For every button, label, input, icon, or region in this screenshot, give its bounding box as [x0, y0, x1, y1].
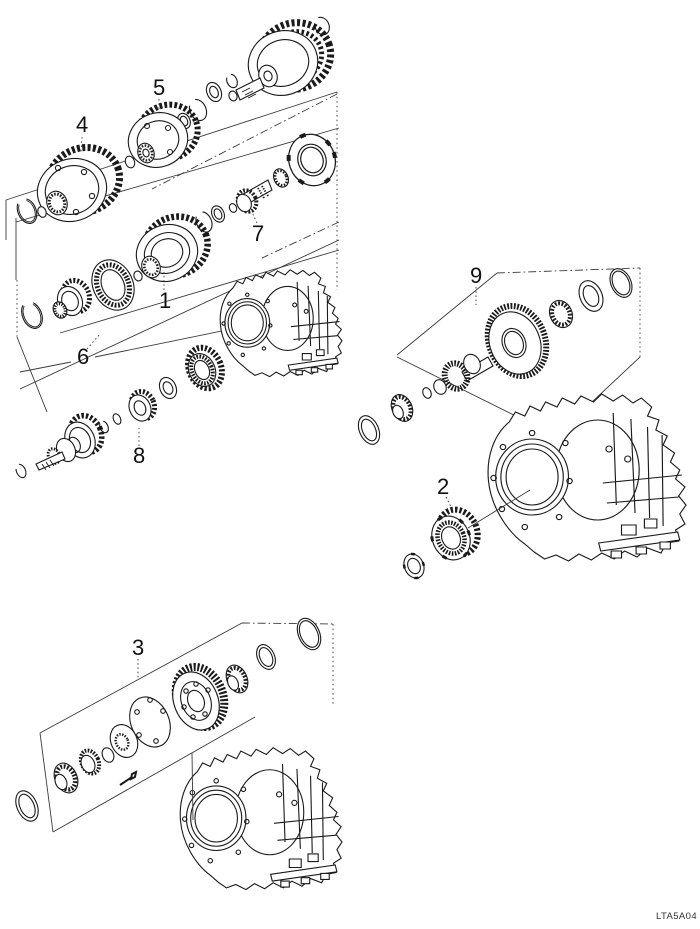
shaft-assembly-7: [195, 168, 290, 233]
differential-assembly-3: [15, 617, 322, 822]
callout-2[interactable]: 2: [437, 474, 449, 499]
planetary-gear-5: [124, 101, 201, 169]
callout-4[interactable]: 4: [76, 112, 88, 137]
bearing: [272, 168, 290, 188]
callouts: 5 4 7 1 6 8 9 2 3: [76, 75, 482, 678]
snap-ring: [15, 463, 27, 479]
pinion-gear: [78, 748, 102, 776]
bearing: [548, 299, 574, 329]
oil-seal: [15, 790, 39, 822]
pump-cover-ring: [286, 132, 338, 188]
callout-9[interactable]: 9: [470, 263, 482, 288]
clutch-drum-1: [133, 213, 211, 282]
thrust-rings-top: [177, 73, 238, 130]
clutch-hub-2: [402, 506, 481, 580]
planetary-gear-4: [16, 144, 124, 224]
snap-ring: [21, 301, 43, 329]
callout-5[interactable]: 5: [153, 75, 165, 100]
group-boxes: [5, 91, 641, 833]
transmission-case-bottom: [179, 747, 343, 891]
bolt: [119, 770, 138, 786]
thrust-washer: [158, 376, 178, 400]
transmission-case-right: [487, 393, 687, 562]
snap-ring: [18, 199, 36, 223]
callout-7[interactable]: 7: [252, 221, 264, 246]
snap-ring: [314, 16, 330, 36]
callout-6[interactable]: 6: [77, 344, 89, 369]
clutch-drum-assembly: [228, 16, 335, 102]
callout-1[interactable]: 1: [159, 288, 171, 313]
snap-ring: [16, 198, 38, 224]
transmission-case-middle: [219, 269, 343, 378]
callout-8[interactable]: 8: [133, 443, 145, 468]
snap-ring: [195, 211, 213, 233]
diagram-code: LTA5A04: [656, 911, 697, 922]
oil-seal: [357, 415, 381, 445]
assembly-connector-lines: [191, 92, 531, 821]
snap-ring: [22, 302, 42, 328]
input-shaft-assembly-9: [357, 268, 633, 445]
gear-set-6: [21, 259, 135, 329]
gear-row-8: [15, 344, 225, 479]
callout-3[interactable]: 3: [132, 635, 144, 660]
